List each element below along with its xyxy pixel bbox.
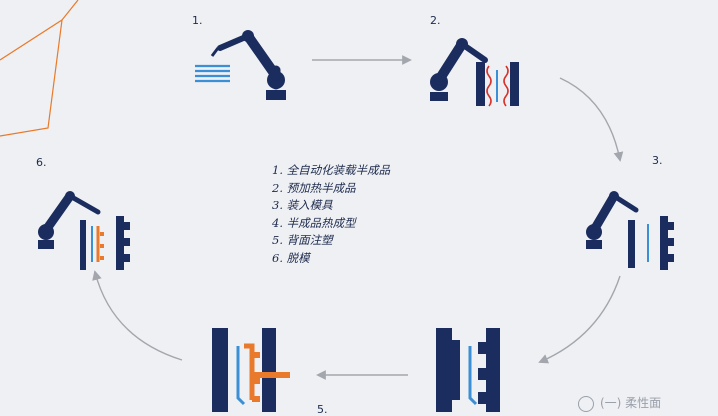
step-6-demolding [38, 191, 130, 270]
product-stack [195, 64, 230, 83]
step-4-thermoforming [436, 328, 500, 412]
legend-item: 3. 装入模具 [272, 198, 333, 212]
arrow-5-to-6 [92, 270, 183, 361]
watermark-text: (一) 柔性面 [600, 396, 662, 410]
arrow-2-to-3 [559, 77, 624, 162]
mold-icon [436, 328, 500, 412]
legend-item: 1. 全自动化装载半成品 [272, 163, 391, 177]
step-legend: 1. 全自动化装载半成品 2. 预加热半成品 3. 装入模具 4. 半成品热成型… [272, 162, 390, 267]
step-3-load-mold [586, 191, 674, 270]
heater-icon [476, 62, 519, 107]
legend-item: 4. 半成品热成型 [272, 215, 356, 230]
step-5-label: 5. [317, 403, 328, 416]
step-3-label: 3. [652, 154, 663, 167]
step-2-preheating [430, 38, 519, 107]
legend-item: 2. 预加热半成品 [272, 180, 356, 195]
step-1-label: 1. [192, 14, 203, 27]
mold-icon [80, 216, 130, 270]
injection-icon [212, 328, 290, 412]
arrow-3-to-4 [538, 275, 621, 364]
robot-arm-icon [210, 30, 286, 100]
step-1-robot-loading [195, 30, 286, 100]
mold-icon [628, 216, 674, 270]
watermark: (一) 柔性面 [578, 394, 661, 412]
step-2-label: 2. [430, 14, 441, 27]
step-5-back-injection [212, 328, 290, 412]
robot-arm-icon [586, 191, 639, 249]
wechat-icon [578, 395, 594, 412]
flow-arrows [92, 55, 624, 380]
step-6-label: 6. [36, 156, 47, 169]
decorative-lines [0, 0, 79, 137]
robot-arm-icon [430, 38, 488, 101]
robot-arm-icon [38, 191, 101, 249]
legend-item: 5. 背面注塑 [272, 233, 333, 247]
legend-item: 6. 脱模 [272, 250, 310, 265]
